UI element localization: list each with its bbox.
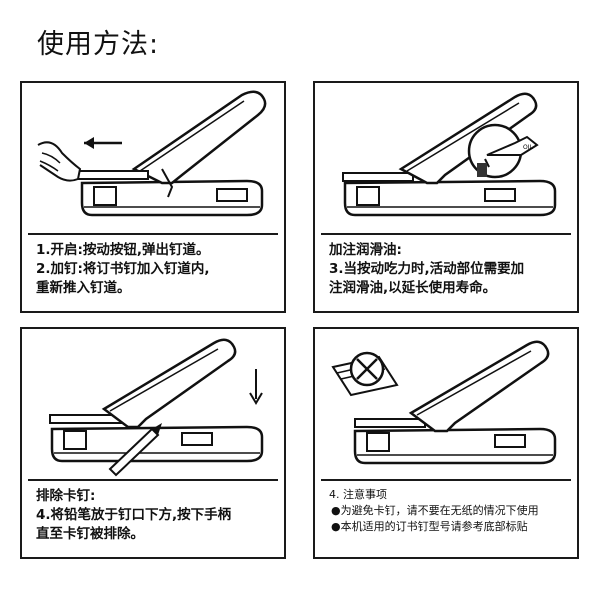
instruction-text: 排除卡钉: 4.将铅笔放于钉口下方,按下手柄 直至卡钉被排除。 xyxy=(36,487,276,544)
notice-bullet: ●为避免卡钉，请不要在无纸的情况下使用 xyxy=(331,504,539,517)
instruction-line: 注润滑油,以延长使用寿命。 xyxy=(329,280,497,296)
panel-divider xyxy=(321,479,571,481)
stapler-no-paper-icon xyxy=(331,340,557,465)
instruction-text: 加注润滑油: 3.当按动吃力时,活动部位需要加 注润滑油,以延长使用寿命。 xyxy=(329,241,569,298)
instruction-line: 1.开启:按动按钮,弹出钉道。 xyxy=(36,242,210,258)
page-title: 使用方法: xyxy=(37,29,160,60)
panel-divider xyxy=(28,479,278,481)
notice-bullet: ●本机适用的订书钉型号请参考底部标贴 xyxy=(331,520,528,533)
instruction-text: 1.开启:按动按钮,弹出钉道。 2.加钉:将订书钉加入钉道内, 重新推入钉道。 xyxy=(36,241,276,298)
instruction-line: 直至卡钉被排除。 xyxy=(36,526,144,542)
stapler-open-track-icon xyxy=(37,90,267,217)
instruction-panel-oil: OIL 加注润滑油: 3.当按动吃力时,活动部位需要加 注润滑油,以延长使用寿命… xyxy=(313,81,579,313)
instruction-panel-jam: 排除卡钉: 4.将铅笔放于钉口下方,按下手柄 直至卡钉被排除。 xyxy=(20,327,286,559)
instruction-line: 3.当按动吃力时,活动部位需要加 xyxy=(329,261,525,277)
instruction-line: 4.将铅笔放于钉口下方,按下手柄 xyxy=(36,507,232,523)
panel-divider xyxy=(28,233,278,235)
instruction-line: 重新推入钉道。 xyxy=(36,280,131,296)
panel-divider xyxy=(321,233,571,235)
instruction-panel-notice: 4. 注意事项 ●为避免卡钉，请不要在无纸的情况下使用 ●本机适用的订书钉型号请… xyxy=(313,327,579,559)
oil-label: OIL xyxy=(523,144,533,151)
stapler-oiling-icon: OIL xyxy=(342,92,557,217)
instruction-panel-open: 1.开启:按动按钮,弹出钉道。 2.加钉:将订书钉加入钉道内, 重新推入钉道。 xyxy=(20,81,286,313)
instruction-line: 排除卡钉: xyxy=(36,488,96,504)
notice-heading: 4. 注意事项 xyxy=(329,488,387,501)
instruction-line: 加注润滑油: xyxy=(329,242,402,258)
notice-text: 4. 注意事项 ●为避免卡钉，请不要在无纸的情况下使用 ●本机适用的订书钉型号请… xyxy=(329,487,569,535)
stapler-pencil-icon xyxy=(49,338,264,477)
instruction-line: 2.加钉:将订书钉加入钉道内, xyxy=(36,261,210,277)
